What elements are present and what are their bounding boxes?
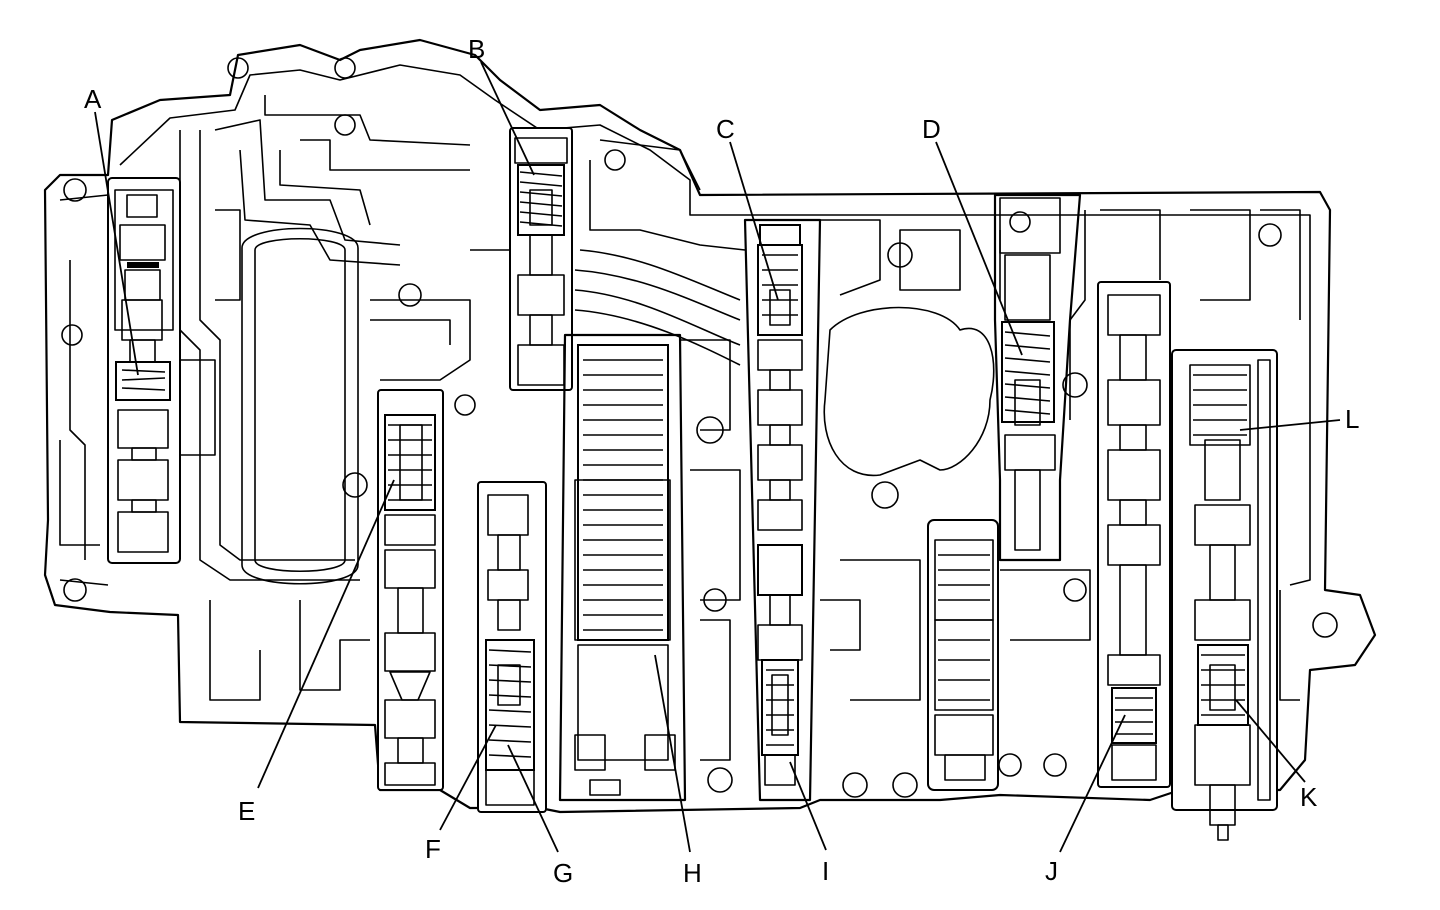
callout-f: F	[425, 834, 441, 864]
valve-h	[558, 333, 687, 802]
leader-a	[94, 111, 139, 376]
callout-a: A	[84, 84, 102, 114]
valve-f-g	[477, 481, 547, 813]
callout-j: J	[1045, 856, 1058, 886]
callout-l: L	[1345, 404, 1359, 434]
callout-d: D	[922, 114, 941, 144]
leader-h	[654, 654, 691, 853]
callout-labels: A B C D E F G H I J K L	[84, 34, 1359, 888]
leader-d	[935, 141, 1023, 356]
leader-l	[1239, 419, 1341, 431]
callout-g: G	[553, 858, 573, 888]
leader-j	[1059, 714, 1126, 853]
leader-c	[729, 141, 779, 301]
valve-a	[107, 177, 181, 564]
callout-i: I	[822, 856, 829, 886]
leader-b	[480, 61, 535, 176]
callout-leaders	[94, 61, 1341, 853]
leader-f	[439, 724, 497, 831]
leader-g	[507, 744, 559, 853]
valve-j	[1097, 281, 1171, 788]
valve-k-l	[1171, 349, 1278, 841]
valve-middle	[927, 519, 999, 791]
callout-e: E	[238, 796, 255, 826]
callout-k: K	[1300, 782, 1318, 812]
valve-b	[509, 127, 573, 391]
bolt-holes	[61, 57, 1338, 798]
callout-b: B	[468, 34, 485, 64]
callout-c: C	[716, 114, 735, 144]
leader-e	[257, 479, 395, 789]
valve-e	[377, 389, 444, 791]
leader-k	[1235, 699, 1306, 783]
valve-i	[757, 544, 803, 786]
callout-h: H	[683, 858, 702, 888]
leader-i	[789, 761, 827, 851]
valve-d	[993, 193, 1082, 562]
